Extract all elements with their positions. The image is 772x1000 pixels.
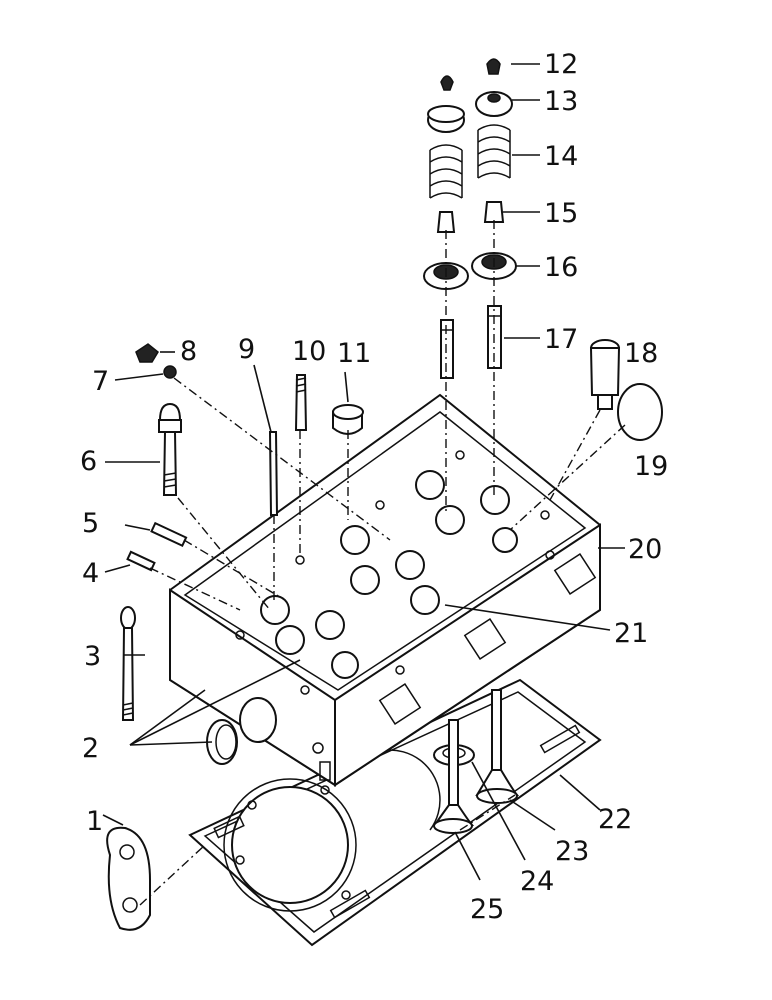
callout-2: 2 xyxy=(82,733,99,764)
callout-4: 4 xyxy=(82,558,99,589)
stud-10 xyxy=(294,374,308,431)
callout-6: 6 xyxy=(80,446,97,477)
callout-5: 5 xyxy=(82,508,99,539)
cover-plate xyxy=(106,826,151,931)
leader-lines xyxy=(102,63,625,881)
expansion-plug xyxy=(206,719,238,765)
inlet-valve xyxy=(433,719,475,834)
alignment-lines xyxy=(139,220,626,906)
callout-23: 23 xyxy=(555,836,589,867)
callout-8: 8 xyxy=(180,336,197,367)
valve-stem-seal xyxy=(483,201,505,223)
valve-spring xyxy=(477,124,511,179)
bolt-6 xyxy=(158,402,182,496)
callout-labels: 1 2 3 4 5 6 7 8 9 10 11 12 13 14 15 16 1… xyxy=(80,49,668,925)
callout-17: 17 xyxy=(544,324,578,355)
spring-retainer xyxy=(475,91,513,117)
stud-5 xyxy=(150,521,188,548)
valve-collet xyxy=(486,58,501,75)
callout-18: 18 xyxy=(624,338,658,369)
core-plug-disc xyxy=(617,383,663,441)
callout-11: 11 xyxy=(337,338,371,369)
cup-plug xyxy=(332,404,364,435)
callout-22: 22 xyxy=(598,804,632,835)
callout-24: 24 xyxy=(520,866,554,897)
callout-10: 10 xyxy=(292,336,326,367)
sealing-washer xyxy=(163,365,177,379)
callout-19: 19 xyxy=(634,451,668,482)
callout-14: 14 xyxy=(544,141,578,172)
callout-13: 13 xyxy=(544,86,578,117)
callout-21: 21 xyxy=(614,618,648,649)
stud-9 xyxy=(268,431,279,516)
callout-3: 3 xyxy=(84,641,101,672)
stud-4 xyxy=(126,550,156,572)
callout-16: 16 xyxy=(544,252,578,283)
callout-7: 7 xyxy=(92,366,109,397)
bolt-3 xyxy=(120,606,136,721)
callout-9: 9 xyxy=(238,334,255,365)
callout-20: 20 xyxy=(628,534,662,565)
cylinder-head-block xyxy=(169,393,601,787)
exhaust-valve xyxy=(475,689,520,804)
callout-1: 1 xyxy=(86,806,103,837)
callout-15: 15 xyxy=(544,198,578,229)
callout-25: 25 xyxy=(470,894,504,925)
injector-sleeve xyxy=(589,339,621,410)
banjo-bolt xyxy=(135,343,159,363)
callout-12: 12 xyxy=(544,49,578,80)
